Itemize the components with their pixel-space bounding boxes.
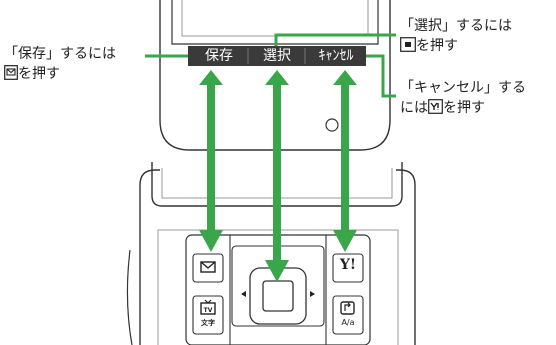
camera-lens: [325, 118, 339, 132]
save-callout-line1: 「保存」するには: [4, 46, 116, 62]
cancel-arrow: [333, 70, 357, 252]
cancel-callout-line1: 「キャンセル」する: [400, 80, 526, 96]
select-callout-line1: 「選択」するには: [400, 18, 512, 34]
phone-lower-body: [139, 169, 416, 345]
select-callout-line2: を押す: [400, 36, 512, 56]
center-key-icon: [400, 37, 416, 52]
save-callout-line2: を押す: [4, 64, 116, 84]
case-icon: [340, 301, 355, 315]
save-arrow: [199, 70, 223, 252]
cancel-leader-line: [366, 54, 396, 98]
yahoo-key-label: Y!: [339, 257, 357, 273]
center-key: [262, 280, 294, 312]
cancel-callout: 「キャンセル」する には を押す: [400, 78, 526, 118]
save-callout: 「保存」するには を押す: [4, 44, 116, 84]
select-arrow: [265, 70, 289, 282]
yahoo-key-icon: [428, 99, 443, 114]
nav-right-arrow-icon: [310, 291, 315, 297]
softkey-bar: [188, 46, 366, 66]
yahoo-key: [332, 253, 364, 283]
softkey-select-label: 選択: [263, 48, 291, 64]
select-callout: 「選択」するには を押す: [400, 16, 512, 56]
cancel-callout-line2: には を押す: [400, 99, 485, 116]
tv-key: [192, 295, 224, 335]
svg-text:TV: TV: [204, 307, 213, 314]
softkey-save-label: 保存: [205, 48, 233, 64]
nav-left-arrow-icon: [241, 291, 246, 297]
tv-key-label: 文字: [201, 319, 215, 327]
mail-key-icon: [4, 65, 18, 80]
softkey-cancel-label: ｷｬﾝｾﾙ: [318, 48, 354, 64]
case-key-label: A/a: [341, 318, 355, 327]
mail-icon: [200, 261, 216, 273]
select-leader-line: [274, 33, 396, 46]
